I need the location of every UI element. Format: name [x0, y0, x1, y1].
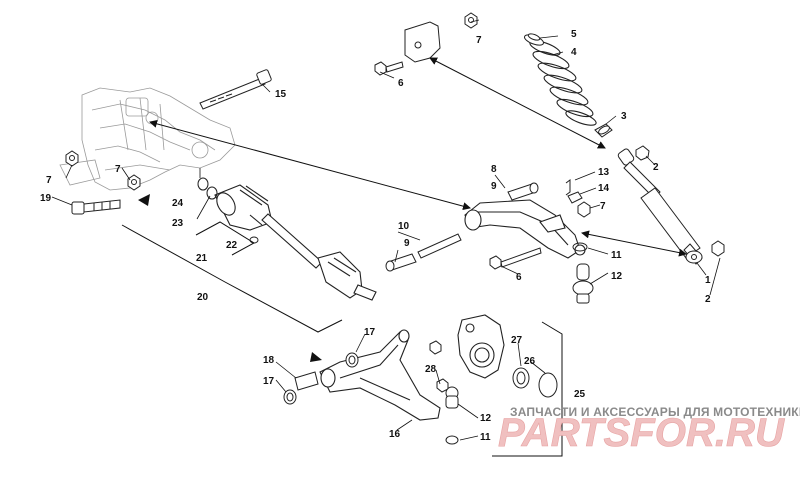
ring-22: [249, 236, 259, 244]
callout-11-upper: 11: [611, 250, 622, 261]
callout-15: 15: [275, 89, 287, 100]
bolt-15: [199, 69, 272, 110]
group-bracket-25: [492, 321, 563, 457]
bolt-6-mid: [489, 247, 542, 270]
ball-joint-12-upper: [572, 263, 594, 304]
upper-a-arm-8: [464, 199, 586, 259]
callout-16: 16: [389, 429, 401, 440]
leader-lines: [51, 19, 721, 441]
bearing-27: [512, 367, 530, 389]
bolt-19: [71, 199, 121, 215]
bushing-9-upper: [507, 182, 539, 201]
callout-9-upper: 9: [491, 181, 497, 192]
callout-17-upper: 17: [364, 327, 376, 338]
callout-28: 28: [425, 364, 437, 375]
callout-26: 26: [524, 356, 536, 367]
callout-10: 10: [398, 221, 410, 232]
callout-19: 19: [40, 193, 52, 204]
nut-7-left: [65, 150, 141, 191]
ball-joint-12-lower: [445, 386, 459, 409]
group-bracket-20: [121, 224, 343, 333]
sleeve-10: [417, 233, 462, 259]
callout-24: 24: [172, 198, 184, 209]
callout-2-shock-top: 2: [653, 162, 659, 173]
bushing-17-upper: [345, 352, 359, 368]
callout-23: 23: [172, 218, 184, 229]
callout-6-top: 6: [398, 78, 404, 89]
shock-absorber-1: [617, 145, 725, 265]
callout-12-upper: 12: [611, 271, 623, 282]
callout-25: 25: [574, 389, 586, 400]
drive-axle-20: [214, 184, 377, 301]
callout-9-lower: 9: [404, 238, 410, 249]
watermark-tagline: ЗАПЧАСТИ И АКСЕССУАРЫ ДЛЯ МОТОТЕХНИКИ: [510, 405, 800, 419]
callout-3: 3: [621, 111, 627, 122]
shock-bracket: [374, 12, 478, 76]
snap-ring-26: [538, 372, 558, 398]
callout-11-lower: 11: [480, 432, 491, 443]
callout-7-frame: 7: [115, 164, 121, 175]
cotter-pin-13: [565, 179, 571, 196]
circlip-24: [197, 177, 209, 191]
callout-8: 8: [491, 164, 497, 175]
callout-2-shock-bottom: 2: [705, 294, 711, 305]
callout-27: 27: [511, 335, 523, 346]
callout-7-arm: 7: [600, 201, 606, 212]
callout-5: 5: [571, 29, 577, 40]
steering-knuckle-25: [457, 314, 505, 379]
direction-markers: [138, 194, 322, 362]
spring-collar-3: [594, 123, 613, 138]
callout-21: 21: [196, 253, 208, 264]
callout-14: 14: [598, 183, 610, 194]
watermark-logo: PARTSFOR.RU: [498, 411, 785, 455]
spring-retainer-5: [524, 33, 544, 46]
callout-12-lower: 12: [480, 413, 492, 424]
ring-23: [206, 186, 218, 200]
callout-17-lower: 17: [263, 376, 275, 387]
nut-7-arm: [577, 201, 591, 218]
callout-labels: 1 2 2 3 4 5 6 6 7 7 7 7 8 9 9 10 11 11 1…: [40, 29, 711, 443]
watermark: ЗАПЧАСТИ И АКСЕССУАРЫ ДЛЯ МОТОТЕХНИКИ PA…: [498, 405, 800, 455]
callout-20: 20: [197, 292, 209, 303]
callout-22: 22: [226, 240, 238, 251]
lower-a-arm-16: [319, 329, 441, 421]
coil-spring-4: [529, 40, 597, 126]
callout-7-top: 7: [476, 35, 482, 46]
bushing-9-lower: [385, 253, 417, 272]
callout-4: 4: [571, 47, 577, 58]
assembly-arrows: [149, 57, 687, 257]
bushing-17-lower: [283, 389, 297, 405]
callout-7-left: 7: [46, 175, 52, 186]
callout-13: 13: [598, 167, 610, 178]
snap-ring-11-lower: [445, 435, 459, 445]
clip-14: [567, 191, 583, 204]
bushing-18: [294, 371, 319, 391]
callout-18: 18: [263, 355, 275, 366]
callout-6-mid: 6: [516, 272, 522, 283]
callout-1: 1: [705, 275, 711, 286]
group-bracket-21: [195, 221, 255, 256]
